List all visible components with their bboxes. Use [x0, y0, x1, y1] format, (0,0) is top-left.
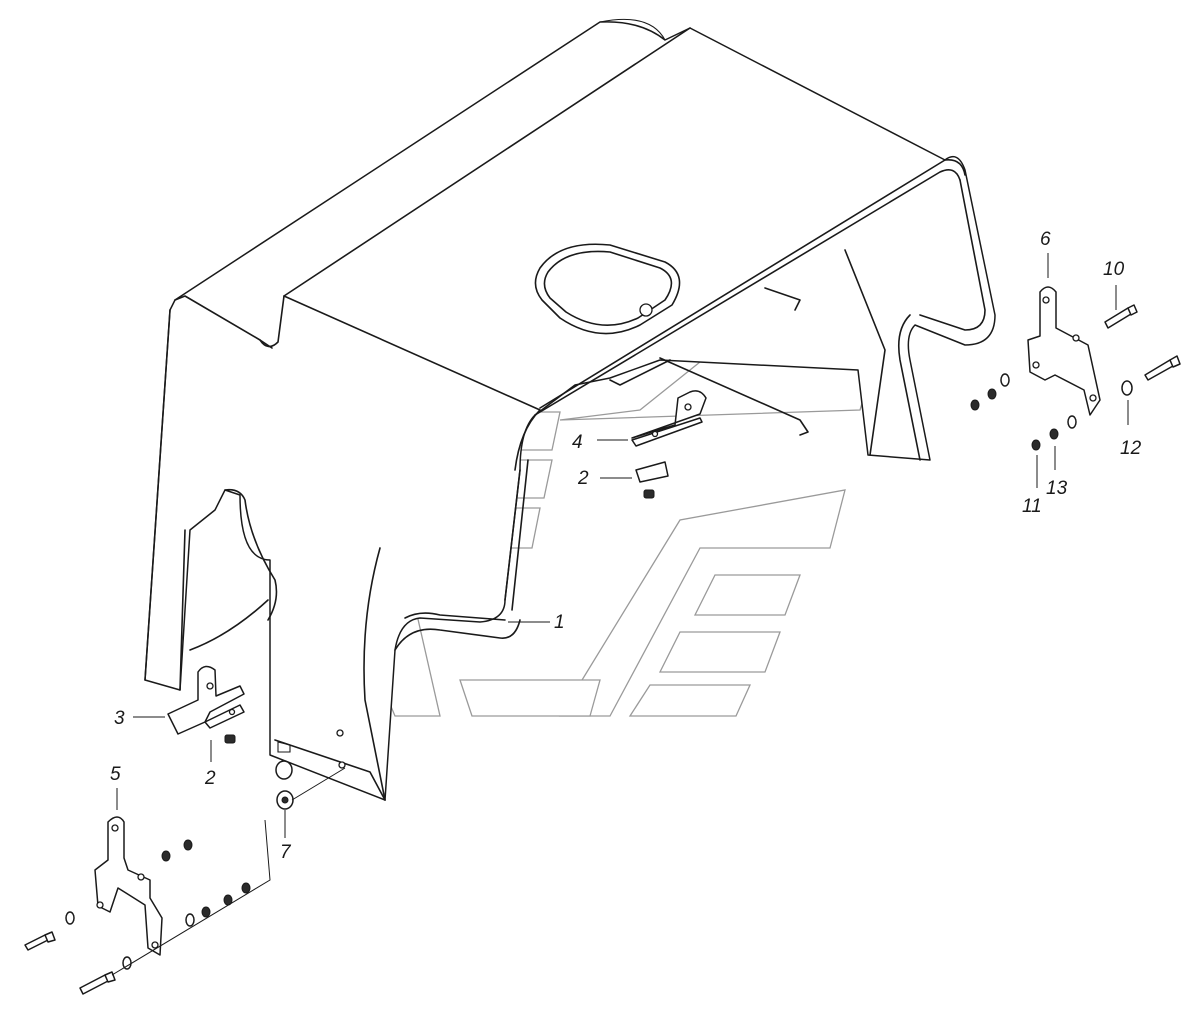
callout-1: 1 — [554, 612, 565, 633]
fasteners-6 — [970, 304, 1181, 451]
callout-4: 4 — [572, 432, 583, 453]
callout-10: 10 — [1103, 259, 1125, 280]
mounting-plate-6 — [1027, 286, 1101, 416]
hood-cover — [144, 18, 996, 801]
nut-7 — [275, 760, 346, 810]
callout-13: 13 — [1046, 478, 1068, 499]
mounting-plate-5 — [94, 816, 163, 956]
leader-lines — [116, 253, 1129, 838]
callout-7: 7 — [280, 842, 292, 863]
callout-3: 3 — [114, 708, 125, 729]
callout-6: 6 — [1040, 229, 1051, 250]
nut-2-lower — [224, 734, 236, 744]
callout-2-lower: 2 — [204, 768, 216, 789]
callout-labels: 1 2 2 3 4 5 6 7 10 11 12 13 — [110, 229, 1142, 863]
callout-2-upper: 2 — [577, 468, 589, 489]
callout-12: 12 — [1120, 438, 1142, 459]
bracket-3 — [167, 665, 245, 735]
bracket-4 — [631, 390, 707, 447]
fasteners-5 — [24, 819, 271, 995]
clip-2-upper — [635, 461, 669, 499]
callout-11: 11 — [1022, 496, 1042, 517]
callout-5: 5 — [110, 764, 121, 785]
